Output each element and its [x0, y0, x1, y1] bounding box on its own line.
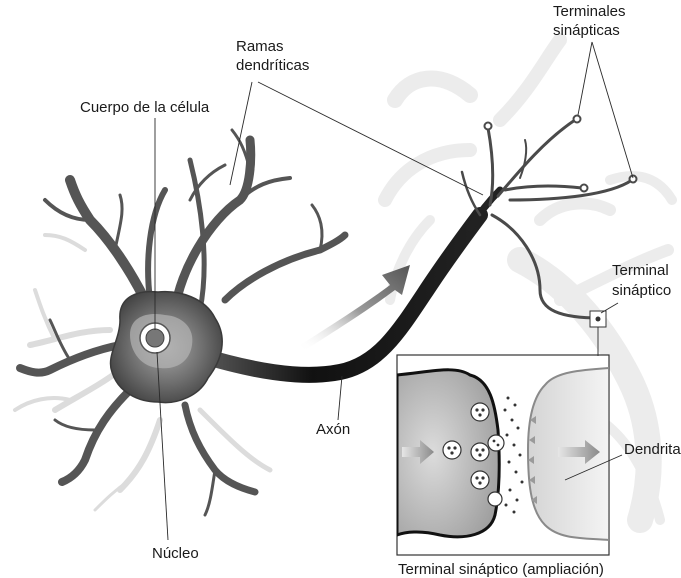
nucleus-label: Núcleo	[152, 545, 199, 562]
inset-arrow-right	[558, 440, 600, 464]
terminal-knobs	[483, 114, 638, 193]
receptors	[528, 416, 537, 504]
vesicles	[442, 402, 505, 507]
synaptic-terminal-label-line2: sináptico	[612, 282, 671, 299]
dendrite-label: Dendrita	[624, 441, 681, 458]
synaptic-terminals-label-line1: Terminales	[553, 3, 626, 20]
synapse-inset	[396, 354, 610, 556]
vesicle-dots	[447, 408, 500, 485]
neurotransmitters	[503, 396, 524, 514]
labels: Cuerpo de la célula Ramas dendríticas Te…	[80, 3, 681, 578]
synaptic-terminal-label-line1: Terminal	[612, 262, 669, 279]
dendrites	[16, 128, 349, 517]
cell-body-label: Cuerpo de la célula	[80, 99, 210, 116]
dendrite-branches-label-line1: Ramas	[236, 38, 284, 55]
inset-arrow-left	[402, 440, 434, 464]
axon-label: Axón	[316, 421, 350, 438]
dendrite-branches-label-line2: dendríticas	[236, 57, 309, 74]
axon-terminal-branches	[460, 118, 634, 320]
inset-caption: Terminal sináptico (ampliación)	[398, 561, 604, 578]
leader-lines	[154, 41, 634, 541]
axon-shape	[192, 207, 488, 383]
signal-direction-arrow	[300, 265, 410, 350]
synaptic-terminals-label-line2: sinápticas	[553, 22, 620, 39]
